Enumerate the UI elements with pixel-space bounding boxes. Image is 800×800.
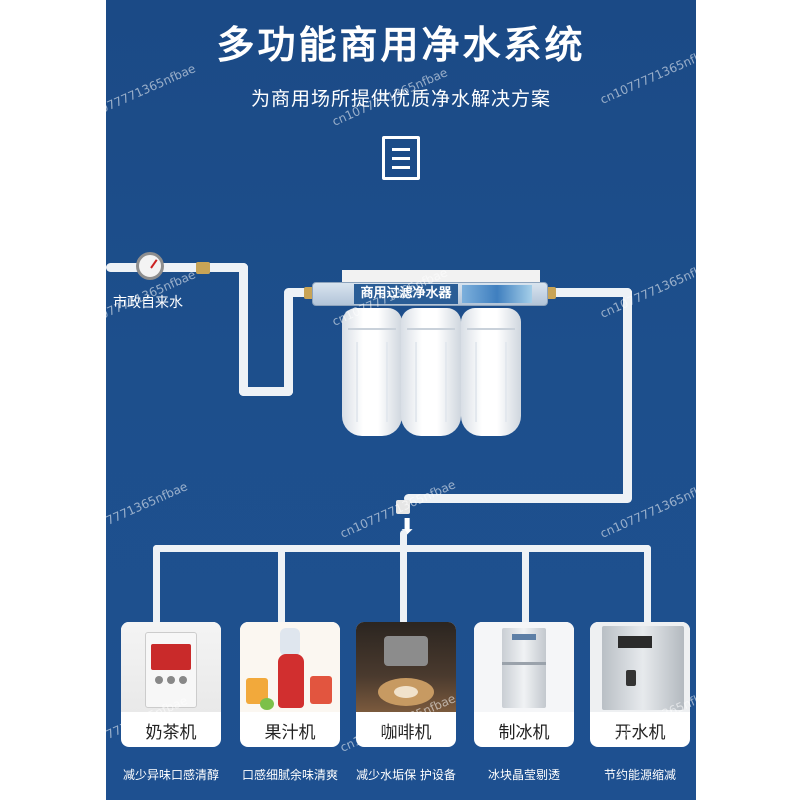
- ice-maker-image: [474, 622, 574, 712]
- app-card-juicer: 果汁机: [240, 622, 340, 747]
- juicer-image: [240, 622, 340, 712]
- outlet-valve: [396, 500, 410, 514]
- pressure-gauge-icon: [136, 252, 164, 280]
- app-name: 果汁机: [264, 723, 316, 743]
- app-card-ice-maker: 制冰机: [474, 622, 574, 747]
- app-name: 制冰机: [498, 723, 550, 743]
- branch-5: [644, 545, 651, 625]
- inlet-pipe-to-filter: [284, 288, 318, 297]
- app-desc: 口感细腻余味清爽: [241, 768, 338, 782]
- outlet-pipe-top: [544, 288, 632, 297]
- app-desc: 减少水垢保 护设备: [356, 768, 456, 782]
- distribution-feed: [400, 530, 407, 550]
- branch-1: [153, 545, 160, 625]
- filter-housing-3: [461, 308, 521, 436]
- app-desc: 节约能源缩减: [603, 768, 676, 782]
- app-desc: 减少异味口感清醇: [122, 768, 219, 782]
- page-subtitle: 为商用场所提供优质净水解决方案: [250, 88, 551, 110]
- inlet-pipe-up: [284, 290, 293, 396]
- filter-label: 商用过滤净水器: [354, 284, 458, 304]
- page-title: 多功能商用净水系统: [216, 23, 586, 67]
- inlet-pipe: [106, 263, 248, 272]
- filter-housing-1: [342, 308, 402, 436]
- inlet-pipe-bottom: [239, 387, 293, 396]
- branch-4: [522, 545, 529, 625]
- app-name: 开水机: [614, 723, 666, 743]
- document-icon: [382, 136, 420, 180]
- inlet-pipe-down: [239, 263, 248, 396]
- milk-tea-machine-image: [121, 622, 221, 712]
- app-name: 咖啡机: [380, 723, 432, 743]
- app-card-coffee: 咖啡机: [356, 622, 456, 747]
- coffee-machine-image: [356, 622, 456, 712]
- tap-water-label: 市政自来水: [113, 295, 183, 311]
- filter-housing-2: [401, 308, 461, 436]
- app-card-water-boiler: 开水机: [590, 622, 690, 747]
- water-boiler-image: [590, 622, 690, 712]
- app-card-milk-tea: 奶茶机: [121, 622, 221, 747]
- app-desc: 冰块晶莹剔透: [487, 768, 560, 782]
- outlet-pipe-bottom: [404, 494, 632, 503]
- app-name: 奶茶机: [145, 723, 197, 743]
- brass-fitting: [196, 262, 210, 274]
- branch-3: [400, 545, 407, 625]
- filter-header-photo: [462, 285, 532, 303]
- outlet-pipe-down: [623, 288, 632, 502]
- branch-2: [278, 545, 285, 625]
